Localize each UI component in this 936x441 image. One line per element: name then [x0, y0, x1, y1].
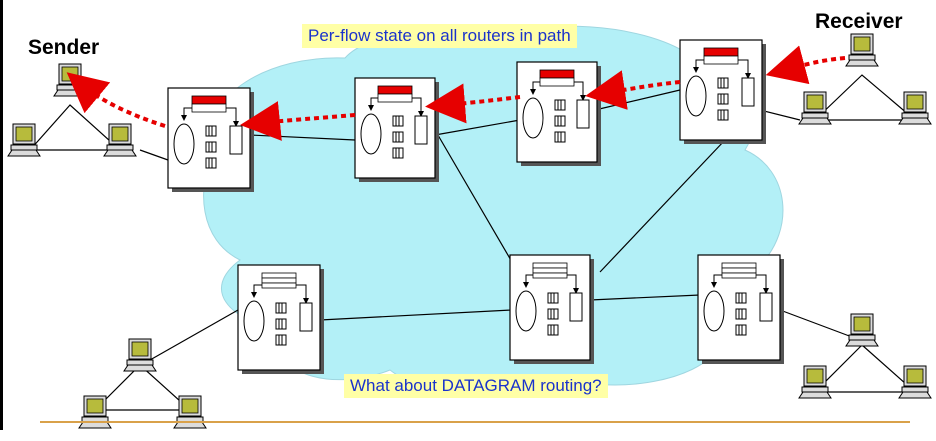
flow-state-table	[703, 47, 739, 57]
router-r6	[509, 254, 594, 364]
receiver-label: Receiver	[815, 10, 903, 33]
arrow-r3-to-r2	[425, 83, 521, 124]
flow-state-table	[191, 95, 227, 105]
router-r1	[167, 87, 254, 192]
router-r3	[516, 61, 601, 166]
arrow-receiver-to-r4	[765, 45, 846, 85]
computer-icon	[845, 313, 879, 347]
flow-state-table	[539, 69, 575, 79]
path-arrows	[66, 45, 846, 141]
arrow-r2-to-r1	[240, 101, 356, 141]
router-r4	[679, 39, 766, 144]
computer-icon	[103, 123, 137, 157]
router-r5	[237, 264, 324, 374]
computer-icon	[7, 123, 41, 157]
computer-icon	[123, 338, 157, 372]
router-r7	[697, 254, 784, 364]
arrow-r1-to-sender	[66, 72, 166, 128]
flow-state-table	[377, 85, 413, 95]
computer-icon	[845, 33, 879, 67]
computer-icon	[798, 365, 832, 399]
sender-label: Sender	[28, 36, 100, 59]
router-r2	[354, 77, 439, 182]
computer-icon	[898, 91, 932, 125]
slide-left-border	[0, 0, 3, 430]
top-note: Per-flow state on all routers in path	[302, 24, 577, 48]
computer-icon	[53, 63, 87, 97]
host-triangles	[28, 74, 917, 411]
bottom-note: What about DATAGRAM routing?	[344, 374, 608, 398]
computer-icon	[898, 365, 932, 399]
computer-icon	[798, 91, 832, 125]
computer-icon	[78, 395, 112, 429]
computer-icon	[173, 395, 207, 429]
